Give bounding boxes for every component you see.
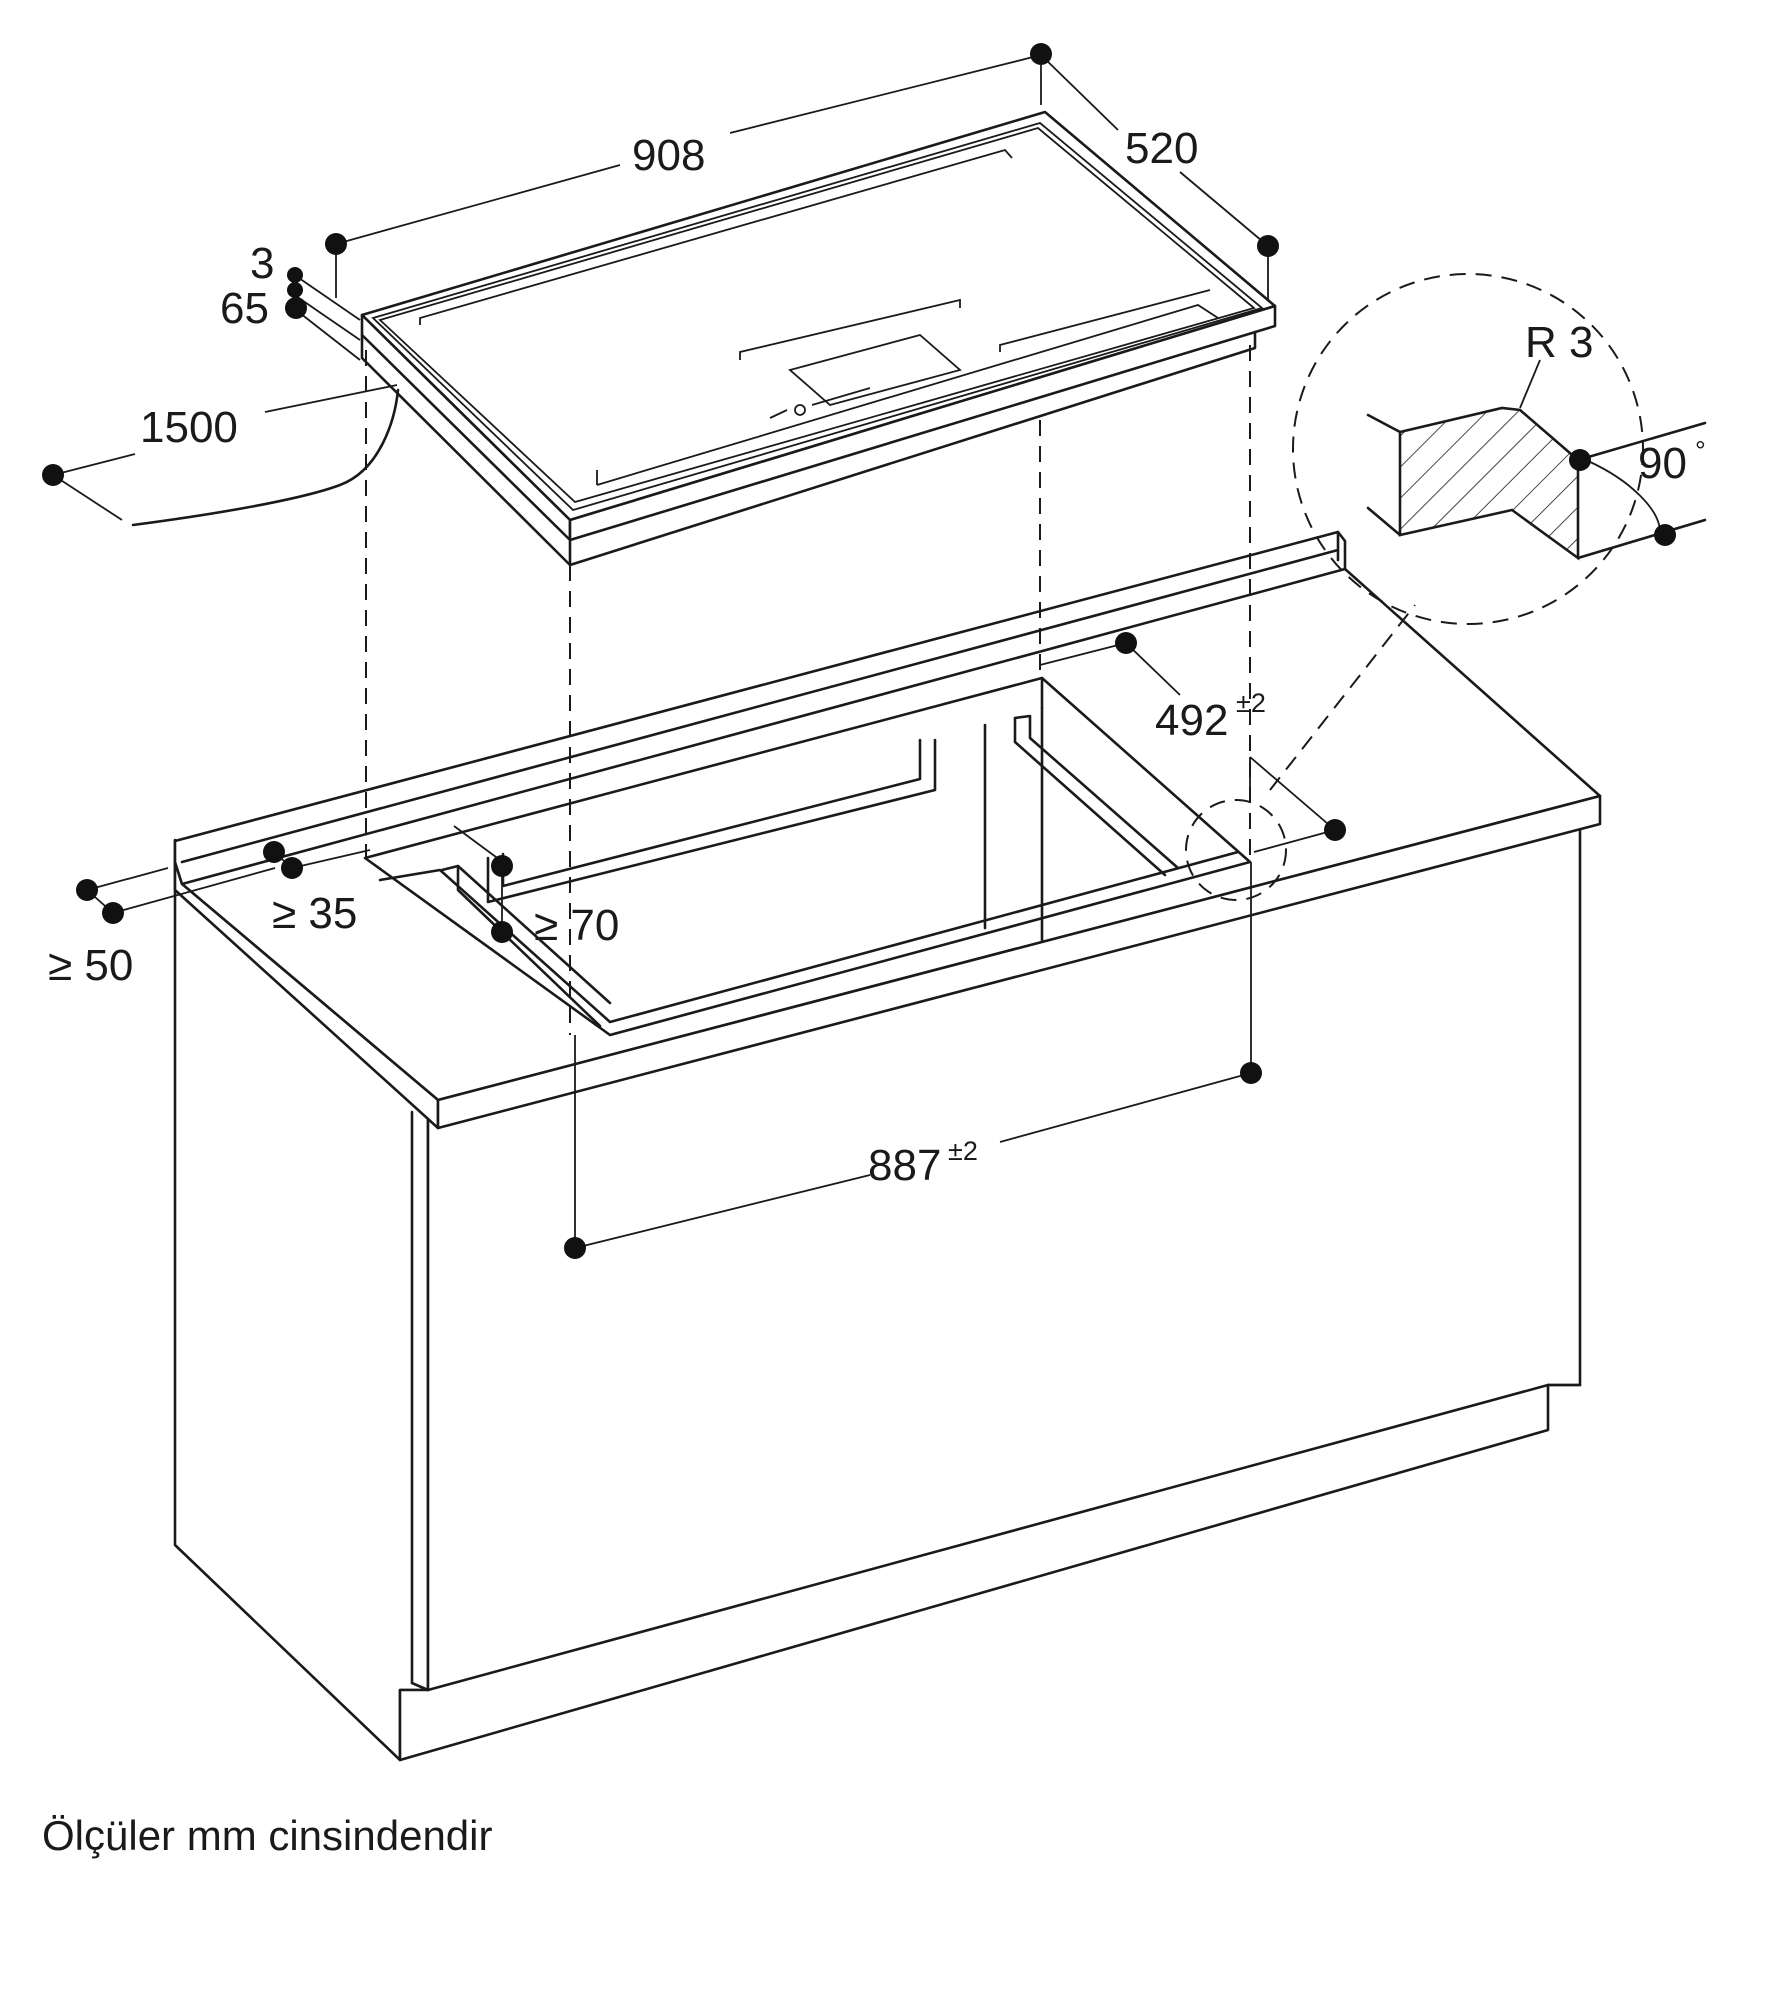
- label-cutout-depth-tolerance: ±2: [1236, 688, 1266, 718]
- label-cutout-width-tolerance: ±2: [948, 1136, 978, 1166]
- hob: [360, 110, 1277, 567]
- units-footnote: Ölçüler mm cinsindendir: [42, 1812, 493, 1859]
- worktop-cutout: [363, 676, 1252, 1037]
- power-cable: [131, 388, 400, 527]
- label-edge-angle: 90: [1638, 439, 1687, 488]
- label-edge-angle-unit: °: [1695, 436, 1706, 466]
- edge-detail: [1292, 273, 1707, 625]
- label-cable-length: 1500: [140, 403, 238, 452]
- label-min-front-gap: ≥ 50: [48, 941, 133, 990]
- label-cutout-width: 887: [868, 1141, 941, 1190]
- dimension-dots: [42, 43, 1346, 1259]
- label-hob-depth: 520: [1125, 124, 1198, 173]
- label-hob-height: 65: [220, 284, 269, 333]
- label-frame-edge: 3: [250, 239, 274, 288]
- dimension-lines: [52, 54, 1336, 1249]
- label-edge-radius: R 3: [1525, 318, 1593, 367]
- label-hob-width: 908: [632, 131, 705, 180]
- label-cutout-depth: 492: [1155, 696, 1228, 745]
- label-min-side-gap: ≥ 70: [534, 901, 619, 950]
- label-min-wall-gap: ≥ 35: [272, 889, 357, 938]
